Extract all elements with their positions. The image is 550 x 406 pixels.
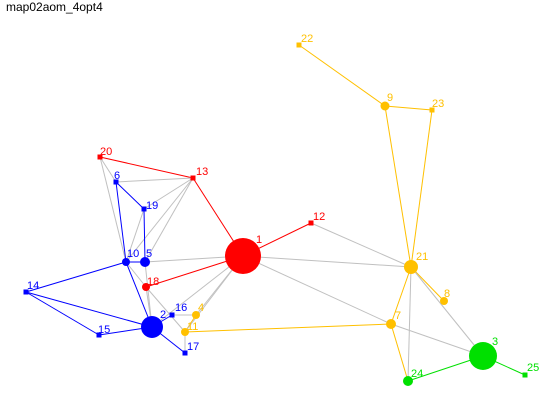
node-4 <box>192 311 200 319</box>
node-6 <box>113 179 119 185</box>
node-label-4: 4 <box>198 302 204 314</box>
diagram-title: map02aom_4opt4 <box>6 0 103 14</box>
edge-6-10 <box>115 181 127 263</box>
node-10 <box>122 258 130 266</box>
node-23 <box>429 107 435 113</box>
edge-7-24 <box>390 323 409 382</box>
node-22 <box>296 42 302 48</box>
node-label-3: 3 <box>492 336 498 348</box>
node-label-8: 8 <box>444 288 450 300</box>
node-label-5: 5 <box>146 248 152 260</box>
edge-19-10 <box>125 208 145 263</box>
node-17 <box>182 350 188 356</box>
node-5 <box>140 257 150 267</box>
edge-19-5 <box>143 208 146 263</box>
node-20 <box>97 154 103 160</box>
edge-20-6 <box>99 156 117 183</box>
node-label-19: 19 <box>146 200 158 212</box>
node-13 <box>190 175 196 181</box>
node-7 <box>386 319 396 329</box>
edge-11-7 <box>184 323 392 333</box>
edge-7-3 <box>390 323 484 357</box>
node-label-10: 10 <box>127 248 139 260</box>
node-label-16: 16 <box>175 302 187 314</box>
edge-6-13 <box>115 177 194 183</box>
edge-10-14 <box>25 261 127 293</box>
node-3 <box>469 342 497 370</box>
node-label-12: 12 <box>313 211 325 223</box>
node-9 <box>380 101 390 111</box>
edge-21-7 <box>390 266 412 325</box>
node-label-15: 15 <box>98 324 110 336</box>
node-label-6: 6 <box>114 170 120 182</box>
node-18 <box>142 283 150 291</box>
node-label-22: 22 <box>301 33 313 45</box>
node-label-11: 11 <box>187 321 198 333</box>
node-2 <box>141 316 163 338</box>
edge-1-21 <box>242 255 412 268</box>
node-label-17: 17 <box>187 341 199 353</box>
node-14 <box>23 289 29 295</box>
node-15 <box>96 332 102 338</box>
edge-14-2 <box>25 291 153 328</box>
node-19 <box>141 206 147 212</box>
node-1 <box>225 238 261 274</box>
node-25 <box>522 372 528 378</box>
edge-9-23 <box>384 105 433 111</box>
node-label-18: 18 <box>147 276 159 288</box>
edge-2-1 <box>151 255 244 328</box>
edge-1-7 <box>242 255 392 325</box>
node-21 <box>404 260 418 274</box>
edge-21-3 <box>410 266 484 357</box>
edge-20-13 <box>99 156 194 179</box>
node-8 <box>440 297 448 305</box>
nodes-layer <box>23 42 528 386</box>
edge-18-11 <box>145 286 186 333</box>
node-label-7: 7 <box>395 310 401 322</box>
edge-21-24 <box>407 266 412 382</box>
edge-21-8 <box>410 266 445 302</box>
edge-12-21 <box>310 222 412 268</box>
node-24 <box>403 376 413 386</box>
node-label-20: 20 <box>100 146 112 158</box>
edge-9-22 <box>298 44 386 107</box>
edge-6-19 <box>115 181 145 210</box>
edge-21-23 <box>410 109 433 268</box>
node-11 <box>181 328 189 336</box>
node-12 <box>308 220 314 226</box>
node-label-9: 9 <box>387 92 393 104</box>
node-label-13: 13 <box>196 166 208 178</box>
node-label-14: 14 <box>27 280 39 292</box>
node-16 <box>169 312 175 318</box>
node-label-23: 23 <box>432 98 444 110</box>
edge-18-10 <box>125 261 147 288</box>
edge-10-2 <box>125 261 153 328</box>
node-label-2: 2 <box>160 309 166 321</box>
edge-13-5 <box>144 177 194 263</box>
node-label-1: 1 <box>256 234 262 246</box>
node-label-24: 24 <box>411 368 423 380</box>
node-label-25: 25 <box>527 362 539 374</box>
edge-20-10 <box>99 156 127 263</box>
edge-21-9 <box>384 105 412 268</box>
node-label-21: 21 <box>416 251 428 263</box>
edge-13-10 <box>125 177 194 263</box>
edge-14-15 <box>25 291 100 336</box>
edge-13-19 <box>143 177 194 210</box>
